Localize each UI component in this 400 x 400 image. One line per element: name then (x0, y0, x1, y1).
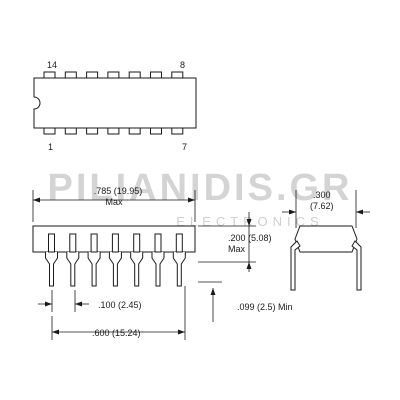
watermark-main-text: PILIANIDIS.GR (47, 167, 352, 209)
side-lead-notch-4 (111, 233, 119, 253)
side-lead-4 (108, 252, 122, 287)
lead-length-label: .099 (2.5) Min (237, 302, 293, 312)
end-view: .300 (7.62) (282, 190, 370, 291)
pin-label-8: 8 (180, 60, 185, 70)
row-spacing-mm-label: (7.62) (310, 201, 334, 211)
side-lead-2 (66, 252, 80, 287)
side-lead-notch-2 (69, 233, 77, 253)
side-lead-notch-7 (175, 233, 183, 253)
height-qualifier: Max (228, 244, 246, 254)
pin-span-label: .600 (15.24) (92, 328, 141, 338)
watermark: PILIANIDIS.GR ELECTRONICS (47, 167, 352, 229)
length-arrow-left (33, 197, 40, 203)
height-label: .200 (5.08) (228, 233, 272, 243)
pin-label-7: 7 (182, 142, 187, 152)
row-spacing-label: .300 (313, 190, 331, 200)
side-lead-5 (130, 252, 144, 287)
side-lead-3 (87, 252, 101, 287)
end-view-lead-right (351, 240, 362, 291)
length-arrow-right (188, 197, 195, 203)
row-arrow-right (356, 209, 363, 215)
lead-arrow-bottom (210, 288, 216, 295)
side-lead-6 (151, 252, 165, 287)
height-arrow-bottom (246, 262, 252, 269)
row-arrow-left (289, 209, 296, 215)
end-view-body (294, 225, 358, 253)
side-view: .785 (19.95) Max .200 (5.08) Max .099 (2… (32, 186, 293, 340)
end-view-lead-left (290, 240, 301, 291)
side-lead-notch-3 (90, 233, 98, 253)
body-length-qualifier: Max (105, 197, 123, 207)
pin-pitch-label: .100 (2.45) (98, 300, 142, 310)
top-view: 14 8 1 7 (33, 60, 197, 152)
side-lead-row (45, 233, 186, 287)
side-lead-7 (172, 252, 186, 287)
pin-label-14: 14 (47, 60, 57, 70)
side-lead-notch-6 (154, 233, 162, 253)
span-arrow-left (52, 329, 59, 335)
side-lead-notch-5 (133, 233, 141, 253)
height-arrow-top (246, 219, 252, 226)
pin-label-1: 1 (48, 142, 53, 152)
body-length-label: .785 (19.95) (94, 186, 143, 196)
pitch-arrow-left (45, 301, 52, 307)
side-lead-1 (45, 252, 58, 287)
span-arrow-right (178, 329, 185, 335)
side-lead-notch-1 (48, 233, 55, 253)
top-view-body (33, 77, 197, 129)
pitch-arrow-right (75, 301, 82, 307)
